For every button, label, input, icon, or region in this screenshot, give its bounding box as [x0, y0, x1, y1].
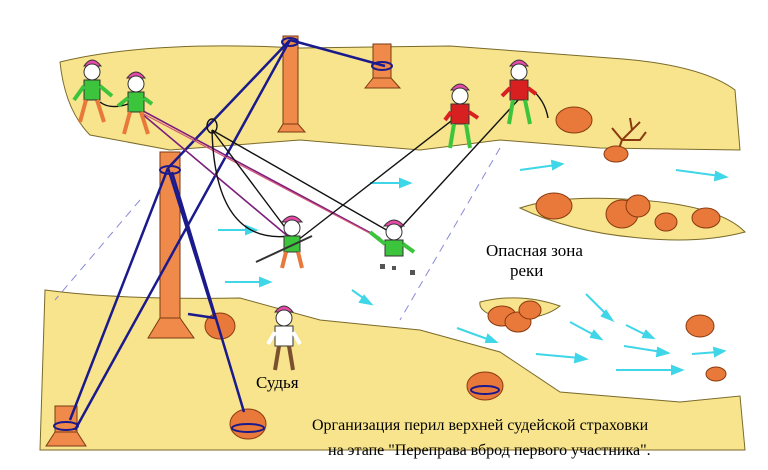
current-arrow: [519, 159, 565, 171]
caption-line-1: Организация перил верхней судейской стра…: [312, 417, 649, 434]
current-arrow: [370, 177, 413, 189]
danger-zone-label-line1: Опасная зона: [486, 241, 583, 260]
current-arrow: [225, 276, 273, 288]
tree-far-1: [277, 35, 307, 133]
rock: [625, 194, 651, 218]
current-arrow: [585, 293, 615, 323]
current-arrow: [456, 327, 499, 343]
rock: [518, 300, 542, 320]
rock: [555, 106, 593, 134]
current-arrow: [616, 364, 685, 376]
person-far-bank-1: [72, 59, 114, 123]
main-handrail-ropes: [68, 38, 386, 431]
river-current-arrows: [218, 159, 729, 376]
rock: [691, 207, 721, 229]
current-arrow: [623, 345, 671, 358]
rock: [535, 192, 573, 220]
current-arrow: [351, 289, 374, 306]
person-far-bank-2: [116, 71, 154, 135]
belay-ropes-black: [99, 87, 549, 241]
current-arrow: [691, 346, 727, 358]
belayer-far-bank-1: [443, 83, 480, 149]
current-arrow: [675, 169, 729, 182]
safety-ropes-pink: [139, 111, 376, 237]
danger-zone-border-right: [399, 147, 501, 321]
current-arrow: [569, 321, 604, 341]
danger-zone-border-left: [54, 199, 141, 301]
danger-zone-label-line2: реки: [510, 261, 543, 280]
rock: [204, 312, 236, 340]
current-arrow: [535, 352, 589, 364]
belayer-far-bank-2: [500, 59, 538, 125]
rock: [705, 366, 727, 382]
tree-near-main: [147, 151, 195, 339]
participant-in-river-1: [255, 215, 313, 269]
caption-line-2: на этапе "Переправа вброд первого участн…: [328, 442, 651, 459]
judge-label: Судья: [256, 373, 299, 392]
rock: [654, 212, 678, 232]
safety-ropes-purple: [129, 103, 381, 239]
rock: [685, 314, 715, 338]
anchor-loops: [53, 37, 500, 433]
dead-shrub: [603, 117, 647, 163]
judge-figure: [266, 305, 302, 371]
participant-in-river-2: [368, 219, 416, 275]
far-river-bank: [59, 45, 741, 151]
current-arrow: [625, 324, 656, 340]
